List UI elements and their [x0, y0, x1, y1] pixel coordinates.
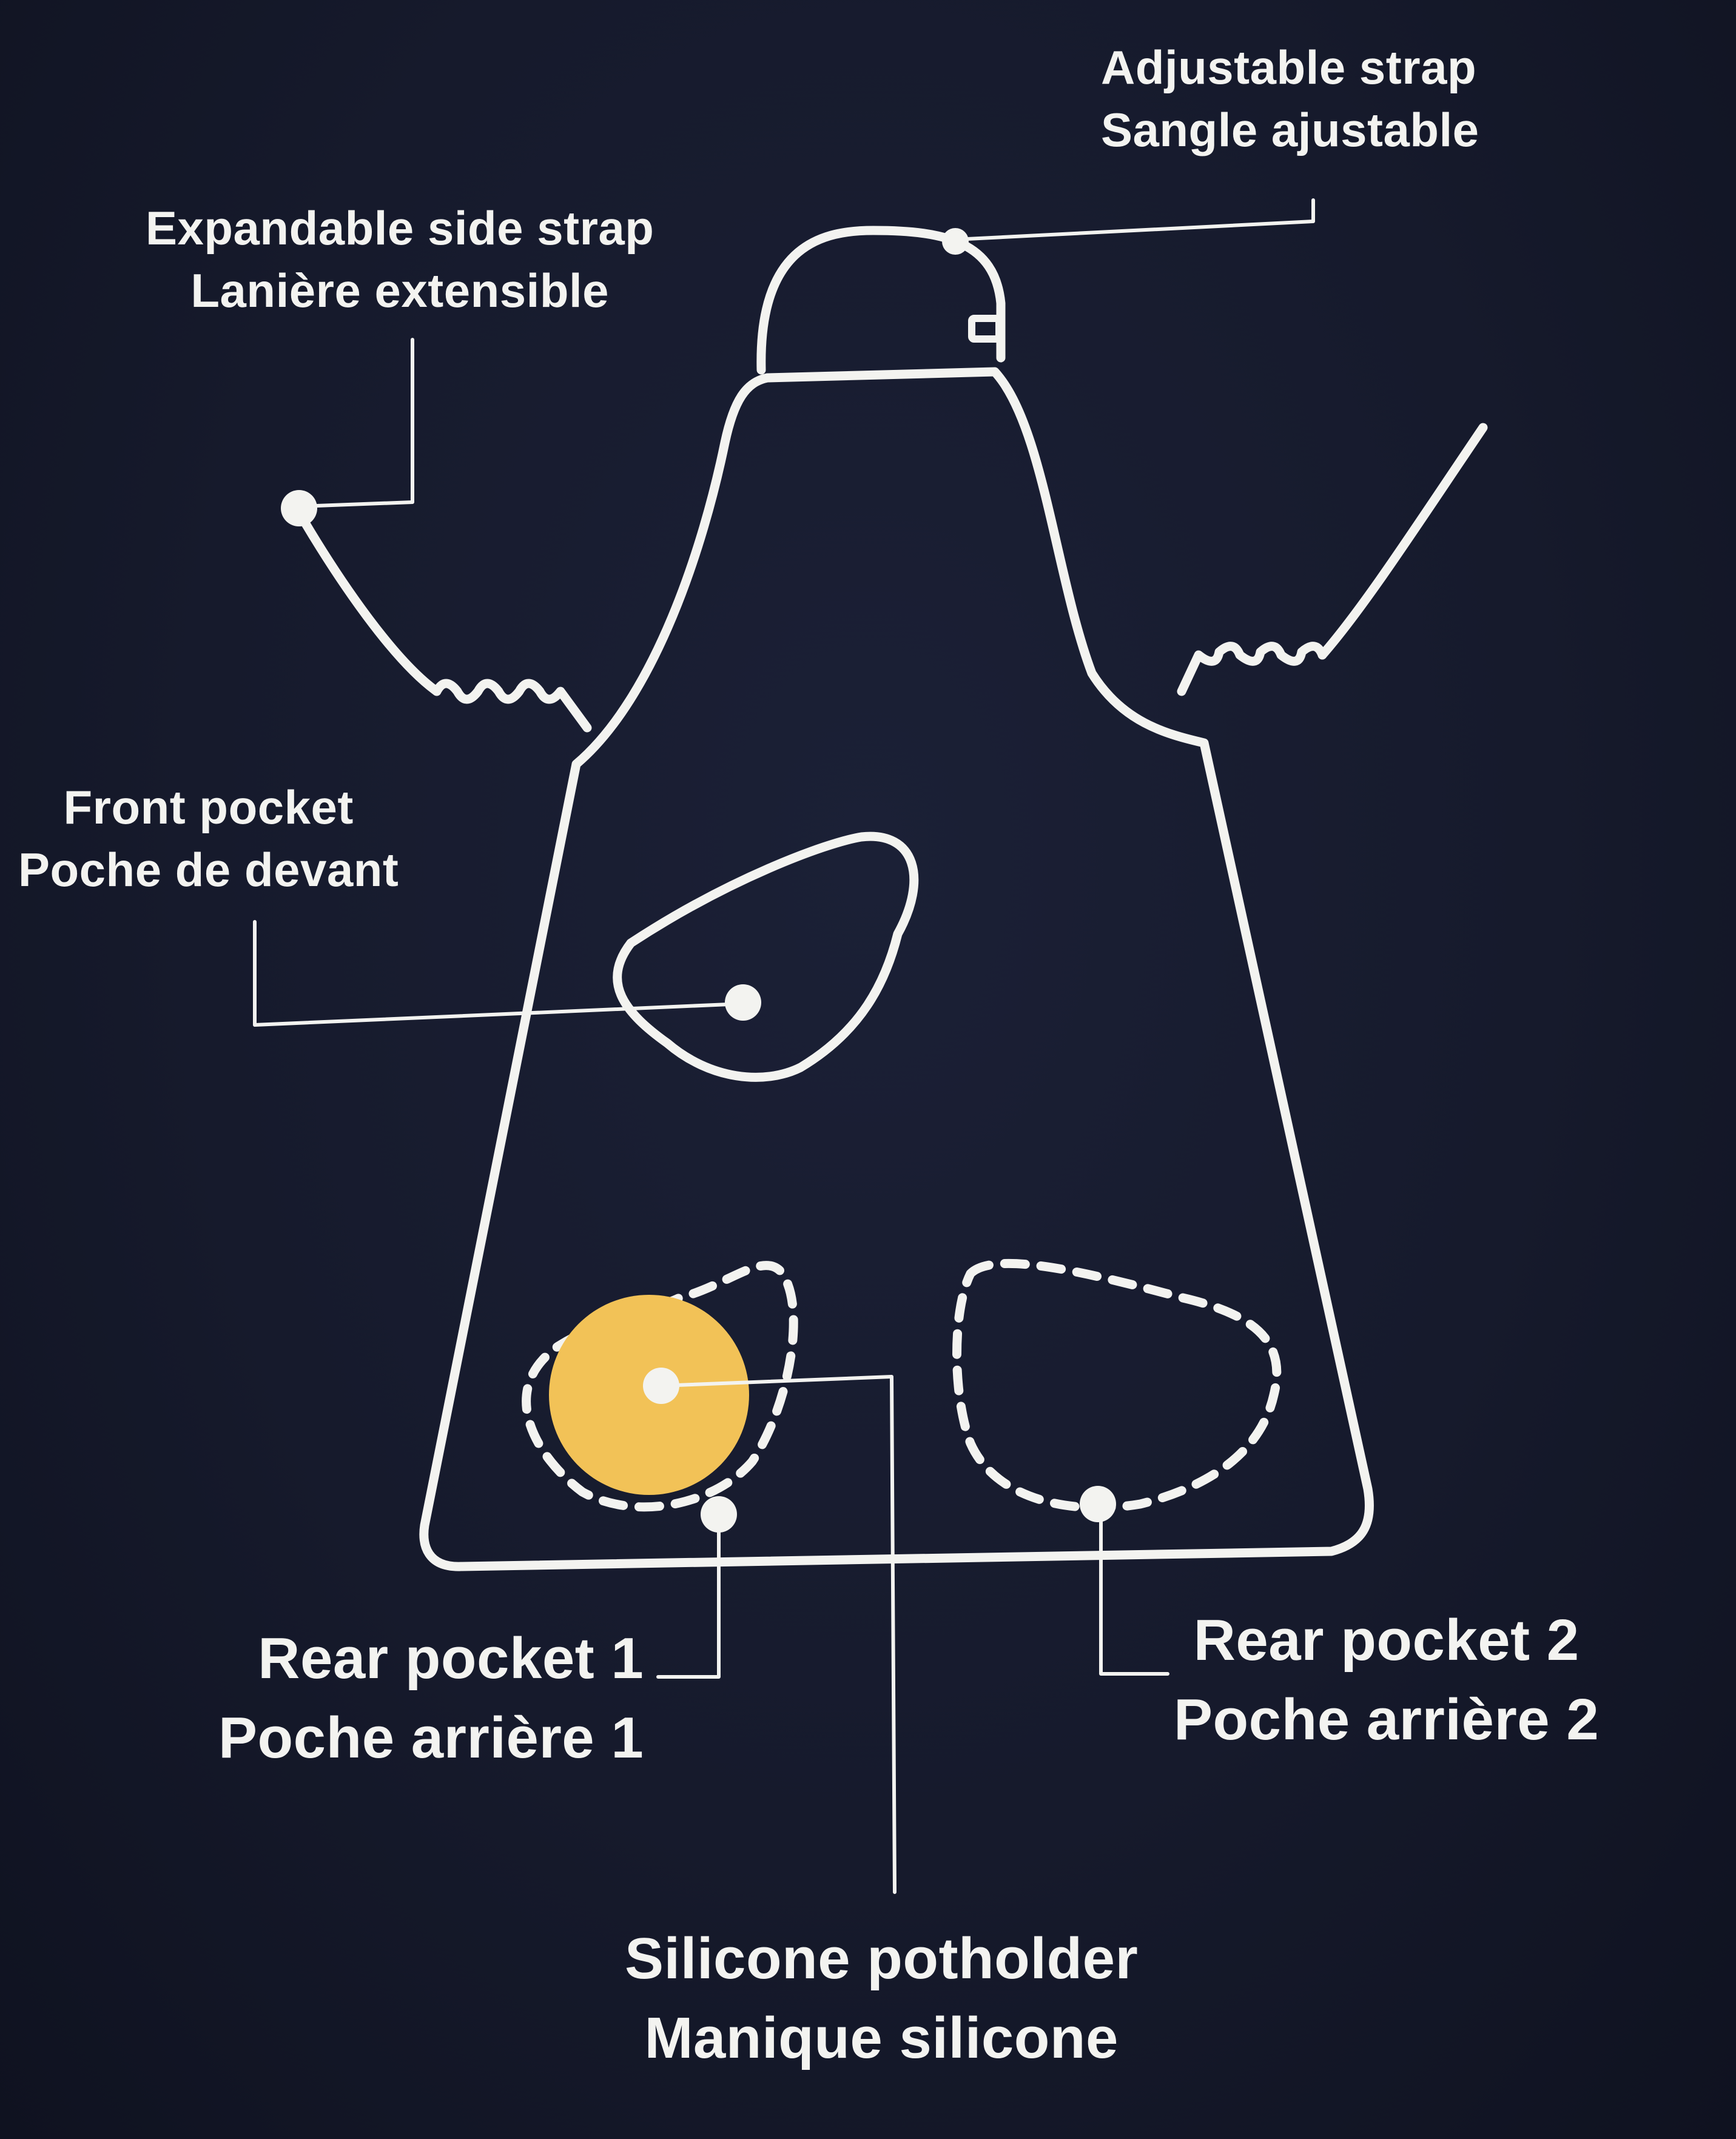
label-rear-pocket-2-en: Rear pocket 2: [1193, 1608, 1580, 1673]
strap-buckle: [968, 315, 1003, 343]
left-side-strap: [292, 505, 442, 696]
label-front-pocket-en: Front pocket: [63, 781, 354, 834]
leader-silicone-potholder: [659, 1375, 897, 1894]
label-silicone-potholder: Silicone potholder Manique silicone: [625, 1919, 1138, 2078]
label-rear-pocket-2-fr: Poche arrière 2: [1174, 1687, 1600, 1752]
label-rear-pocket-1: Rear pocket 1 Poche arrière 1: [218, 1619, 644, 1778]
dot-expandable-side-strap: [281, 490, 317, 526]
label-front-pocket: Front pocket Poche de devant: [18, 776, 399, 901]
label-rear-pocket-1-en: Rear pocket 1: [258, 1626, 644, 1691]
rear-pocket-1-outline: [522, 1261, 798, 1512]
label-rear-pocket-1-fr: Poche arrière 1: [218, 1705, 644, 1770]
leader-adjustable-strap: [954, 198, 1315, 241]
dot-rear-pocket-2: [1080, 1486, 1116, 1522]
dot-front-pocket: [725, 984, 761, 1021]
label-silicone-potholder-fr: Manique silicone: [644, 2005, 1119, 2070]
leader-expandable-side-strap: [298, 338, 414, 508]
label-expandable-side-strap: Expandable side strap Lanière extensible: [146, 197, 654, 322]
rear-pocket-2-outline: [952, 1258, 1282, 1513]
label-adjustable-strap-en: Adjustable strap: [1101, 41, 1477, 94]
leader-rear-pocket-2: [1099, 1502, 1169, 1676]
leader-rear-pocket-1: [656, 1514, 721, 1679]
leader-front-pocket: [253, 920, 745, 1027]
front-pocket-outline: [613, 831, 919, 1082]
label-adjustable-strap-fr: Sangle ajustable: [1101, 102, 1479, 156]
label-adjustable-strap: Adjustable strap Sangle ajustable: [1101, 36, 1479, 161]
right-side-strap-coil: [1177, 642, 1327, 696]
label-rear-pocket-2: Rear pocket 2 Poche arrière 2: [1174, 1601, 1599, 1759]
apron-outline: [419, 367, 1374, 1571]
dot-adjustable-strap: [942, 228, 969, 255]
label-front-pocket-fr: Poche de devant: [18, 842, 399, 896]
neck-strap-loop: [756, 226, 1006, 375]
dot-silicone-potholder: [643, 1368, 679, 1404]
label-expandable-side-strap-fr: Lanière extensible: [190, 263, 610, 317]
label-expandable-side-strap-en: Expandable side strap: [146, 201, 654, 255]
label-silicone-potholder-en: Silicone potholder: [625, 1926, 1139, 1991]
dot-rear-pocket-1: [701, 1496, 737, 1533]
right-side-strap: [1317, 423, 1488, 660]
left-side-strap-coil: [432, 679, 592, 733]
